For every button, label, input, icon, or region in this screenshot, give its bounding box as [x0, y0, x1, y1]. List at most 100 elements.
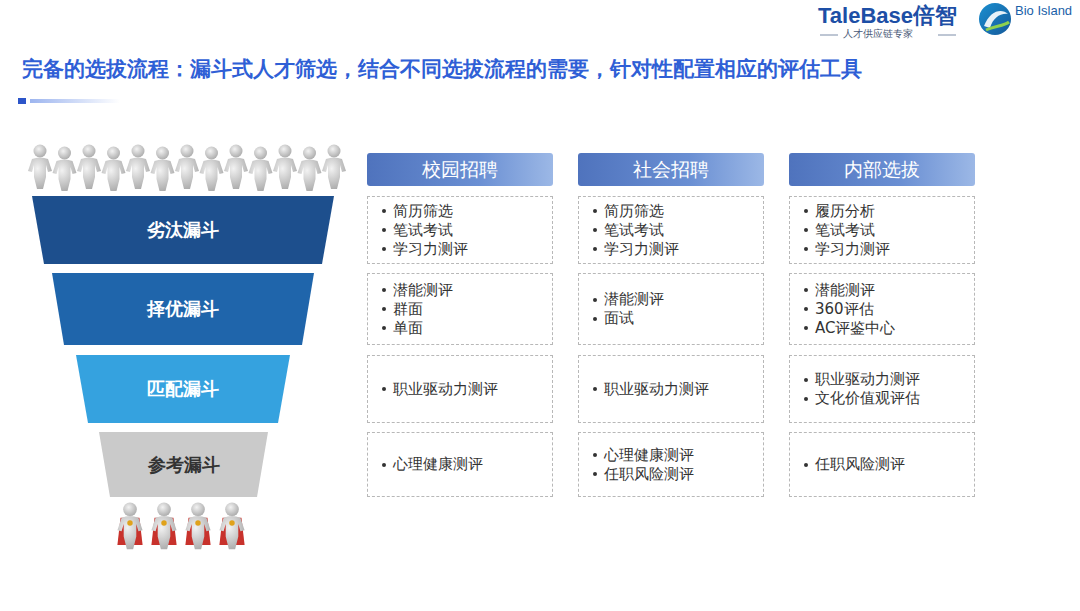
list-item: 潜能测评 — [804, 281, 966, 300]
bullet — [593, 472, 597, 476]
list-item: 职业驱动力测评 — [593, 380, 755, 399]
list-item: 职业驱动力测评 — [804, 370, 966, 389]
bullet — [382, 326, 386, 330]
header-text: 社会招聘 — [633, 157, 709, 183]
stage-name: 劣汰漏斗 — [147, 218, 219, 242]
title-rule-mark — [18, 98, 26, 104]
person-figure — [224, 145, 248, 190]
tool-name: 文化价值观评估 — [815, 389, 920, 408]
bullet — [804, 378, 808, 382]
person-figure — [151, 147, 175, 192]
tool-list-box: 职业驱动力测评文化价值观评估 — [789, 355, 975, 423]
bullet — [593, 228, 597, 232]
list-item: 单面 — [382, 319, 544, 338]
column-header: 内部选拔 — [789, 153, 975, 186]
partner-logo: Bio Island — [1015, 3, 1072, 18]
person-figure — [273, 145, 297, 190]
bullet — [593, 387, 597, 391]
tool-name: 学习力测评 — [604, 240, 679, 259]
person-figure — [185, 502, 210, 549]
bullet — [593, 247, 597, 251]
tool-list-box: 潜能测评面试 — [578, 273, 764, 345]
column-header: 社会招聘 — [578, 153, 764, 186]
person-figure — [53, 147, 77, 192]
bullet — [804, 228, 808, 232]
tool-list-box: 职业驱动力测评 — [367, 355, 553, 423]
tool-name: 简历筛选 — [393, 202, 453, 221]
list-item: 心理健康测评 — [593, 446, 755, 465]
funnel-stage: 择优漏斗 — [52, 273, 314, 345]
tool-name: 潜能测评 — [393, 281, 453, 300]
tool-name: AC评鉴中心 — [815, 319, 895, 338]
person-figure — [117, 502, 142, 549]
bullet — [382, 228, 386, 232]
tool-name: 学习力测评 — [815, 240, 890, 259]
list-item: 学习力测评 — [382, 240, 544, 259]
tool-name: 心理健康测评 — [393, 455, 483, 474]
selected-people — [117, 502, 244, 549]
bullet — [804, 463, 808, 467]
list-item: 潜能测评 — [382, 281, 544, 300]
tool-name: 职业驱动力测评 — [604, 380, 709, 399]
bullet — [382, 307, 386, 311]
bullet — [593, 209, 597, 213]
list-item: AC评鉴中心 — [804, 319, 966, 338]
bullet — [804, 247, 808, 251]
list-item: 笔试考试 — [804, 221, 966, 240]
funnel-stage: 劣汰漏斗 — [32, 196, 334, 264]
people-crowd — [28, 145, 346, 192]
list-item: 学习力测评 — [593, 240, 755, 259]
list-item: 心理健康测评 — [382, 455, 544, 474]
person-figure — [175, 145, 199, 190]
tool-list-box: 心理健康测评任职风险测评 — [578, 432, 764, 497]
bullet — [382, 247, 386, 251]
slide-title: 完备的选拔流程：漏斗式人才筛选，结合不同选拔流程的需要，针对性配置相应的评估工具 — [22, 55, 862, 83]
person-figure — [102, 147, 126, 192]
tool-list-box: 职业驱动力测评 — [578, 355, 764, 423]
bullet — [593, 453, 597, 457]
tool-name: 履历分析 — [815, 202, 875, 221]
logo-rule — [938, 35, 956, 36]
tool-name: 面试 — [604, 309, 634, 328]
list-item: 潜能测评 — [593, 290, 755, 309]
logo-rule — [820, 35, 838, 36]
list-item: 履历分析 — [804, 202, 966, 221]
bullet — [382, 387, 386, 391]
bio-island-logo — [979, 3, 1011, 35]
brand-tagline: 人才供应链专家 — [843, 27, 913, 41]
tool-name: 笔试考试 — [815, 221, 875, 240]
list-item: 简历筛选 — [593, 202, 755, 221]
bullet — [804, 209, 808, 213]
list-item: 笔试考试 — [382, 221, 544, 240]
bullet — [804, 288, 808, 292]
tool-name: 360评估 — [815, 300, 874, 319]
tool-name: 简历筛选 — [604, 202, 664, 221]
stage-name: 择优漏斗 — [147, 297, 219, 321]
tool-name: 潜能测评 — [604, 290, 664, 309]
tool-name: 群面 — [393, 300, 423, 319]
person-figure — [126, 145, 150, 190]
list-item: 简历筛选 — [382, 202, 544, 221]
person-figure — [28, 145, 52, 190]
tool-name: 任职风险测评 — [604, 465, 694, 484]
list-item: 群面 — [382, 300, 544, 319]
tool-list-box: 心理健康测评 — [367, 432, 553, 497]
bullet — [593, 298, 597, 302]
tool-name: 笔试考试 — [393, 221, 453, 240]
list-item: 面试 — [593, 309, 755, 328]
bullet — [593, 317, 597, 321]
tool-name: 任职风险测评 — [815, 455, 905, 474]
stage-name: 参考漏斗 — [148, 453, 220, 477]
tool-list-box: 简历筛选笔试考试学习力测评 — [367, 196, 553, 264]
stage-name: 匹配漏斗 — [147, 377, 219, 401]
list-item: 职业驱动力测评 — [382, 380, 544, 399]
person-figure — [77, 145, 101, 190]
column-header: 校园招聘 — [367, 153, 553, 186]
title-rule — [30, 99, 120, 103]
person-figure — [219, 502, 244, 549]
person-figure — [322, 145, 346, 190]
brand-logo: TaleBase倍智 — [818, 1, 957, 31]
list-item: 文化价值观评估 — [804, 389, 966, 408]
list-item: 任职风险测评 — [804, 455, 966, 474]
